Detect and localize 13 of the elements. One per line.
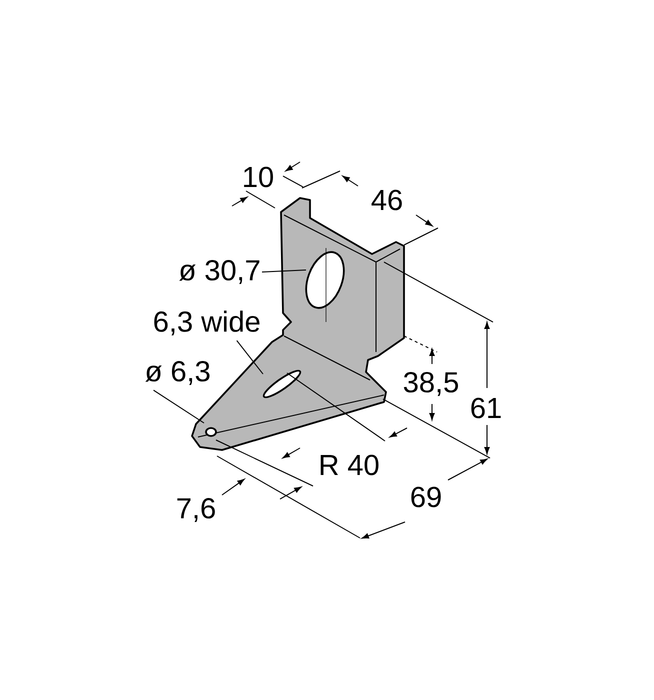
- dimension-label: 46: [372, 190, 402, 210]
- dimension-label: 61: [471, 398, 501, 418]
- callout-label: ø 6,3: [145, 361, 210, 385]
- leader-line: [262, 270, 306, 272]
- callout-label: 6,3 wide: [154, 310, 260, 336]
- callout-label: ø 30,7: [179, 260, 260, 284]
- dimension-label: 69: [411, 486, 441, 508]
- leader-line: [153, 390, 204, 424]
- dimension-label: R 40: [320, 454, 378, 476]
- dimension-label: 10: [244, 166, 273, 188]
- dimension-label: 7,6: [177, 498, 215, 522]
- leader-line: [236, 340, 264, 374]
- dimension-label: 38,5: [404, 372, 458, 396]
